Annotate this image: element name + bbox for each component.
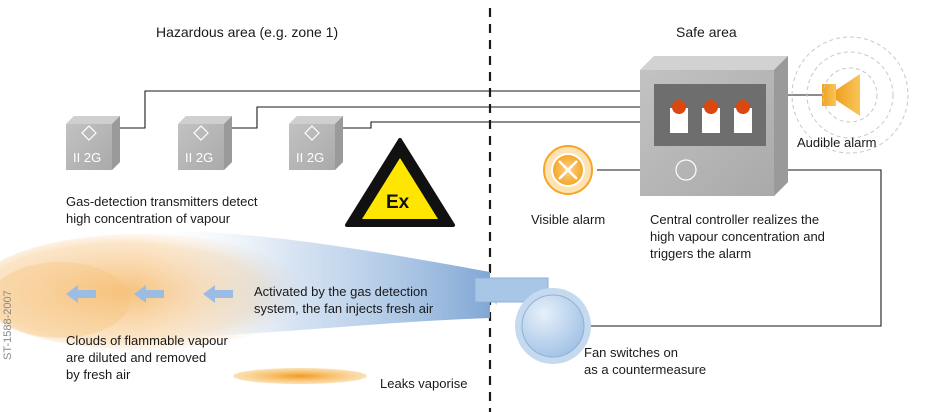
visible-alarm-label: Visible alarm (531, 212, 606, 227)
transmitter-2-marking: II 2G (185, 150, 214, 165)
hazardous-area-title: Hazardous area (e.g. zone 1) (156, 24, 339, 40)
gas-transmitter-1 (66, 116, 120, 170)
vapour-cloud-caption: Clouds of flammable vapour are diluted a… (66, 333, 228, 382)
airflow-arrow-3 (203, 285, 233, 303)
safe-area-title: Safe area (676, 24, 737, 40)
visible-alarm-lamp (543, 145, 593, 195)
central-controller (640, 56, 788, 196)
ex-warning-label: Ex (386, 192, 410, 213)
ex-symbol-icon (675, 159, 697, 181)
ex-warning-sign (345, 138, 455, 227)
relay-led-2 (704, 100, 718, 114)
signal-wiring (120, 90, 882, 327)
controller-relays (670, 100, 752, 133)
leak-caption: Leaks vaporise (380, 376, 468, 391)
relay-led-3 (736, 100, 750, 114)
audible-alarm-label: Audible alarm (797, 135, 877, 150)
gas-transmitter-3 (289, 116, 343, 170)
wire-fan (565, 169, 882, 327)
transmitter-3-marking: II 2G (296, 150, 325, 165)
airflow-arrow-1 (66, 285, 96, 303)
wire-transmitter-1 (120, 90, 660, 129)
transmitters-caption: Gas-detection transmitters detect high c… (66, 194, 258, 226)
transmitter-1-marking: II 2G (73, 150, 102, 165)
leak-puddle (233, 368, 367, 384)
gas-transmitter-2 (178, 116, 232, 170)
fan (474, 277, 591, 364)
fresh-air-stream (140, 231, 490, 338)
controller-caption: Central controller realizes the high vap… (650, 212, 825, 261)
wire-transmitter-2 (232, 106, 660, 129)
figure-id: ST-1588-2007 (2, 290, 14, 360)
fan-countermeasure-caption: Fan switches on as a countermeasure (584, 345, 707, 377)
fan-activation-caption: Activated by the gas detection system, t… (254, 284, 434, 316)
relay-led-1 (672, 100, 686, 114)
wire-transmitter-3 (343, 121, 660, 129)
audible-alarm-horn (791, 36, 909, 154)
airflow-arrow-2 (134, 285, 164, 303)
